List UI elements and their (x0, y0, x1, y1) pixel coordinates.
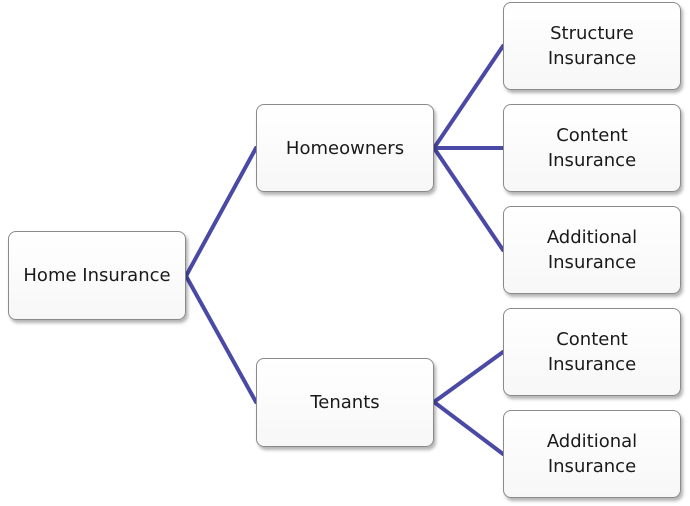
node-homeowners-additional-insurance: Additional Insurance (503, 206, 681, 294)
node-homeowners-structure-insurance: Structure Insurance (503, 2, 681, 90)
node-label-line2: Insurance (547, 354, 637, 375)
node-label-line1: Additional (546, 227, 638, 248)
node-tenants-content-insurance: Content Insurance (503, 308, 681, 396)
node-label: Home Insurance (23, 265, 171, 286)
connector-homeowners-additional (432, 146, 505, 252)
connector-root-homeowners (184, 146, 258, 278)
connector-homeowners-structure (432, 44, 505, 150)
node-label: Homeowners (285, 137, 405, 159)
node-label-line1: Content (556, 329, 628, 350)
node-homeowners: Homeowners (256, 104, 434, 192)
node-label-line2: Insurance (547, 456, 637, 477)
node-tenants-additional-insurance: Additional Insurance (503, 410, 681, 498)
node-tenants: Tenants (256, 358, 434, 447)
connector-tenants-content (432, 350, 505, 404)
node-label: Tenants (310, 392, 380, 413)
connector-tenants-additional (432, 400, 505, 456)
node-label-line2: Insurance (547, 150, 637, 171)
connector-root-tenants (184, 274, 258, 404)
node-homeowners-content-insurance: Content Insurance (503, 104, 681, 192)
node-label-line1: Structure (550, 23, 634, 44)
node-label-line2: Insurance (547, 48, 637, 69)
node-label-line1: Content (556, 125, 628, 146)
node-label-line2: Insurance (547, 252, 637, 273)
node-home-insurance: Home Insurance (8, 231, 186, 320)
node-label-line1: Additional (546, 431, 638, 452)
